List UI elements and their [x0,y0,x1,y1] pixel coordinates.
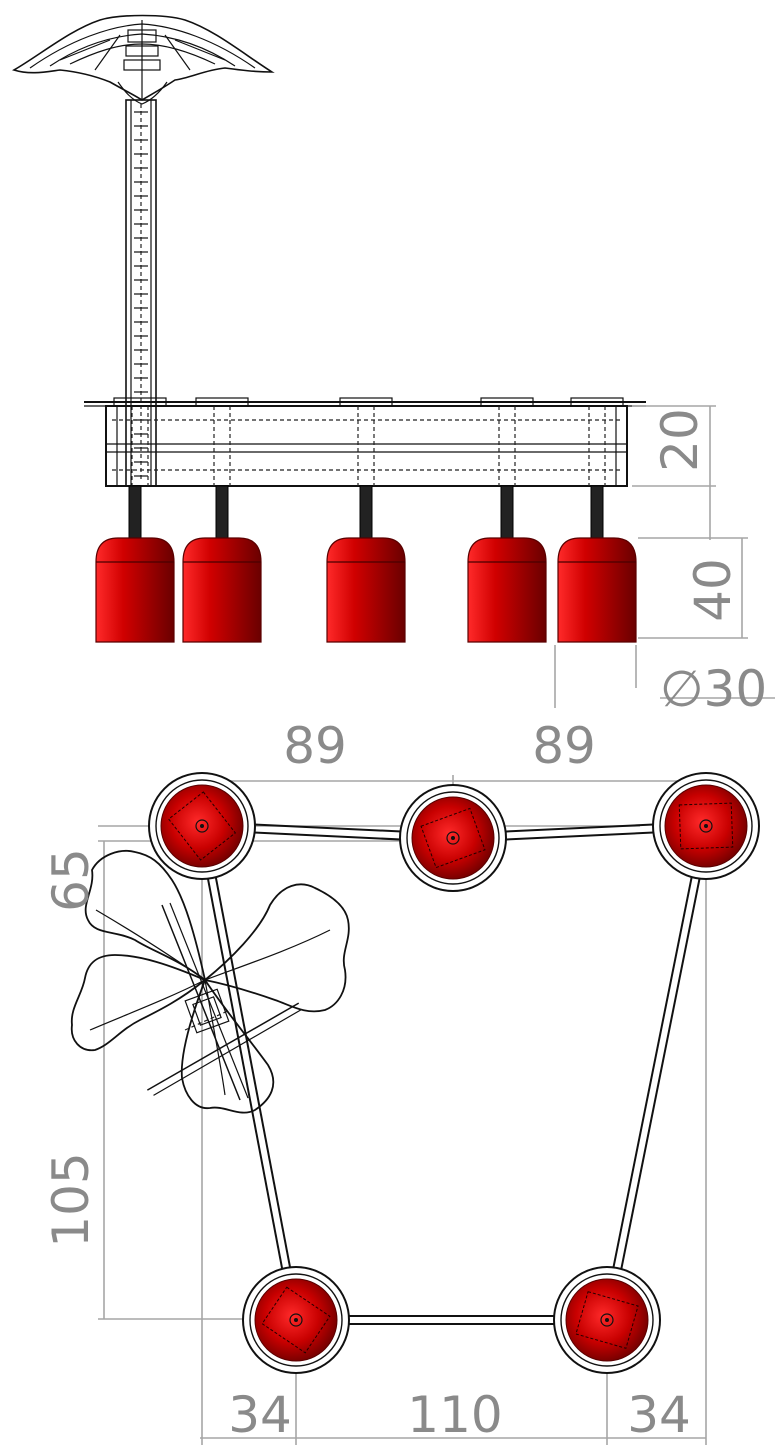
top-pods [148,772,760,1374]
pod-center [200,824,204,828]
dim-width-right: 89 [532,717,596,775]
dim-bottom-right: 34 [627,1386,691,1444]
pod-center [294,1318,298,1322]
flower-canopy [70,850,350,1114]
side-pod [182,485,262,643]
dim-body-height: 20 [651,408,709,472]
dim-bottom-left: 34 [228,1386,292,1444]
dim-width-left: 89 [283,717,347,775]
side-dimensions: 20 40 ∅30 [554,405,775,718]
side-pod [467,485,547,643]
pod-body [557,537,637,643]
pod-rod [215,485,229,539]
pod-rod [359,485,373,539]
dim-bottom-middle: 110 [407,1386,502,1444]
pod-rod [128,485,142,539]
top-pod [148,772,256,880]
pod-center [451,836,455,840]
top-view: 89 89 65 105 34 110 34 [42,717,760,1445]
dim-depth-top: 65 [42,848,100,912]
side-pods [95,485,637,643]
dim-pod-diameter: ∅30 [660,660,767,718]
pod-body [182,537,262,643]
pod-body [467,537,547,643]
pod-body [326,537,406,643]
platform-body [84,397,646,487]
side-pod [557,485,637,643]
pod-body [95,537,175,643]
side-pod [95,485,175,643]
side-pod [326,485,406,643]
side-view: 20 40 ∅30 [12,14,775,718]
top-pod [553,1266,661,1374]
dim-pod-height: 40 [684,558,742,622]
canopy [12,14,275,105]
pod-rod [500,485,514,539]
top-pod [652,772,760,880]
top-dimensions-text: 89 89 65 105 34 110 34 [42,717,691,1444]
frame-beam [602,825,704,1320]
pod-center [605,1318,609,1322]
dim-depth-bottom: 105 [42,1152,100,1247]
pod-rod [590,485,604,539]
pole [125,99,157,487]
frame-beam [204,825,301,1320]
pod-center [704,824,708,828]
top-pod [399,784,507,892]
top-pod [242,1266,350,1374]
